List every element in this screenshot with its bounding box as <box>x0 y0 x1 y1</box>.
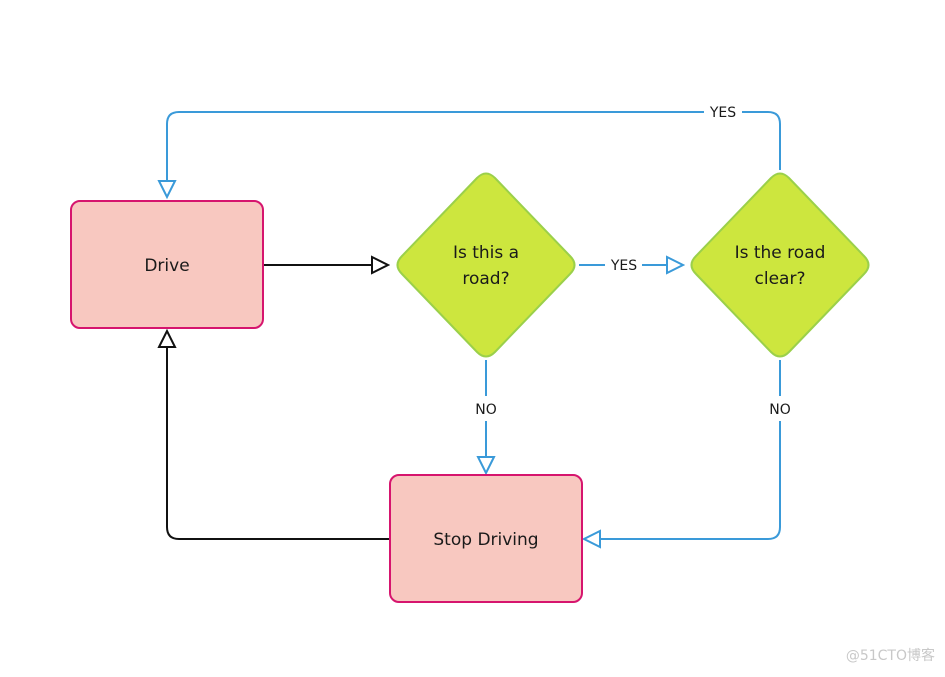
node-drive-box[interactable] <box>70 200 264 329</box>
edge-clear-no-bottom <box>584 421 781 539</box>
node-is-clear[interactable]: Is the road clear? <box>690 172 870 358</box>
node-is-clear-label-line1: Is the road <box>735 243 826 263</box>
edge-labels: YES YES NO NO <box>475 105 791 418</box>
watermark: @51CTO博客 <box>845 648 935 664</box>
node-is-clear-label-line2: clear? <box>755 269 806 289</box>
label-yes-middle: YES <box>610 258 637 274</box>
node-stop-driving-label: Stop Driving <box>433 530 538 550</box>
node-drive[interactable]: Drive <box>70 200 264 329</box>
node-is-road-label-line1: Is this a <box>453 243 519 263</box>
node-is-road-diamond[interactable] <box>396 172 576 358</box>
label-no-clear: NO <box>769 402 791 418</box>
node-is-road[interactable]: Is this a road? <box>396 172 576 358</box>
node-stop-driving-box[interactable] <box>389 474 583 603</box>
node-is-road-label-line2: road? <box>462 269 509 289</box>
node-drive-label: Drive <box>144 256 189 276</box>
edge-clear-yes-loop-right <box>742 111 781 170</box>
edges <box>167 111 781 540</box>
node-stop-driving[interactable]: Stop Driving <box>389 474 583 603</box>
node-is-clear-diamond[interactable] <box>690 172 870 358</box>
label-yes-top: YES <box>709 105 736 121</box>
label-no-road: NO <box>475 402 497 418</box>
edge-stop-to-drive <box>167 331 390 540</box>
edge-clear-yes-loop-left <box>167 111 704 197</box>
